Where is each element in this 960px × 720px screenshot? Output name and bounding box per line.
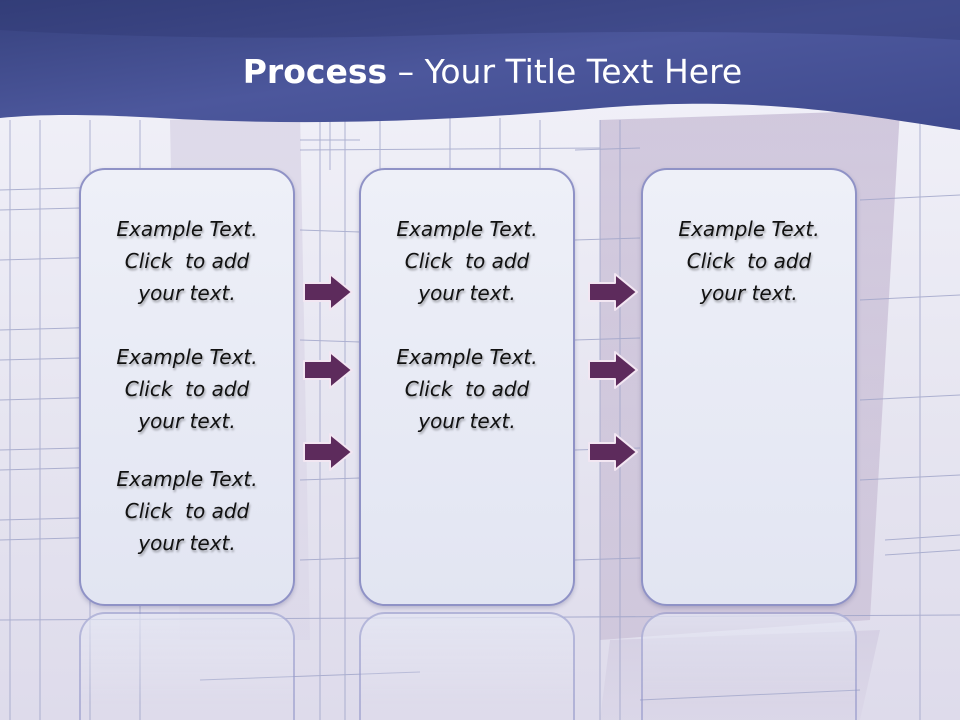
panel-3-text-1[interactable]: Example Text. Click to add your text. (678, 217, 820, 305)
panel-1-text-2[interactable]: Example Text. Click to add your text. (116, 345, 258, 433)
title-rest-part: – Your Title Text Here (387, 52, 743, 91)
right-arrow-icon[interactable] (587, 350, 639, 390)
header-banner (0, 0, 960, 130)
panel-1-text-3[interactable]: Example Text. Click to add your text. (116, 467, 258, 555)
right-arrow-icon[interactable] (302, 432, 354, 472)
title-bold-part: Process (242, 52, 388, 91)
slide-title[interactable]: Process – Your Title Text Here (0, 52, 960, 91)
right-arrow-icon[interactable] (302, 272, 354, 312)
panel-2-text-1[interactable]: Example Text. Click to add your text. (396, 217, 538, 305)
panel-3-reflection (641, 612, 857, 720)
right-arrow-icon[interactable] (302, 350, 354, 390)
panel-2-text-2[interactable]: Example Text. Click to add your text. (396, 345, 538, 433)
panel-1-text-1[interactable]: Example Text. Click to add your text. (116, 217, 258, 305)
panel-2-reflection (359, 612, 575, 720)
process-panel-1[interactable]: Example Text. Click to add your text. Ex… (79, 168, 295, 606)
process-panel-3[interactable]: Example Text. Click to add your text. (641, 168, 857, 606)
process-panel-2[interactable]: Example Text. Click to add your text. Ex… (359, 168, 575, 606)
right-arrow-icon[interactable] (587, 272, 639, 312)
panel-1-reflection (79, 612, 295, 720)
right-arrow-icon[interactable] (587, 432, 639, 472)
